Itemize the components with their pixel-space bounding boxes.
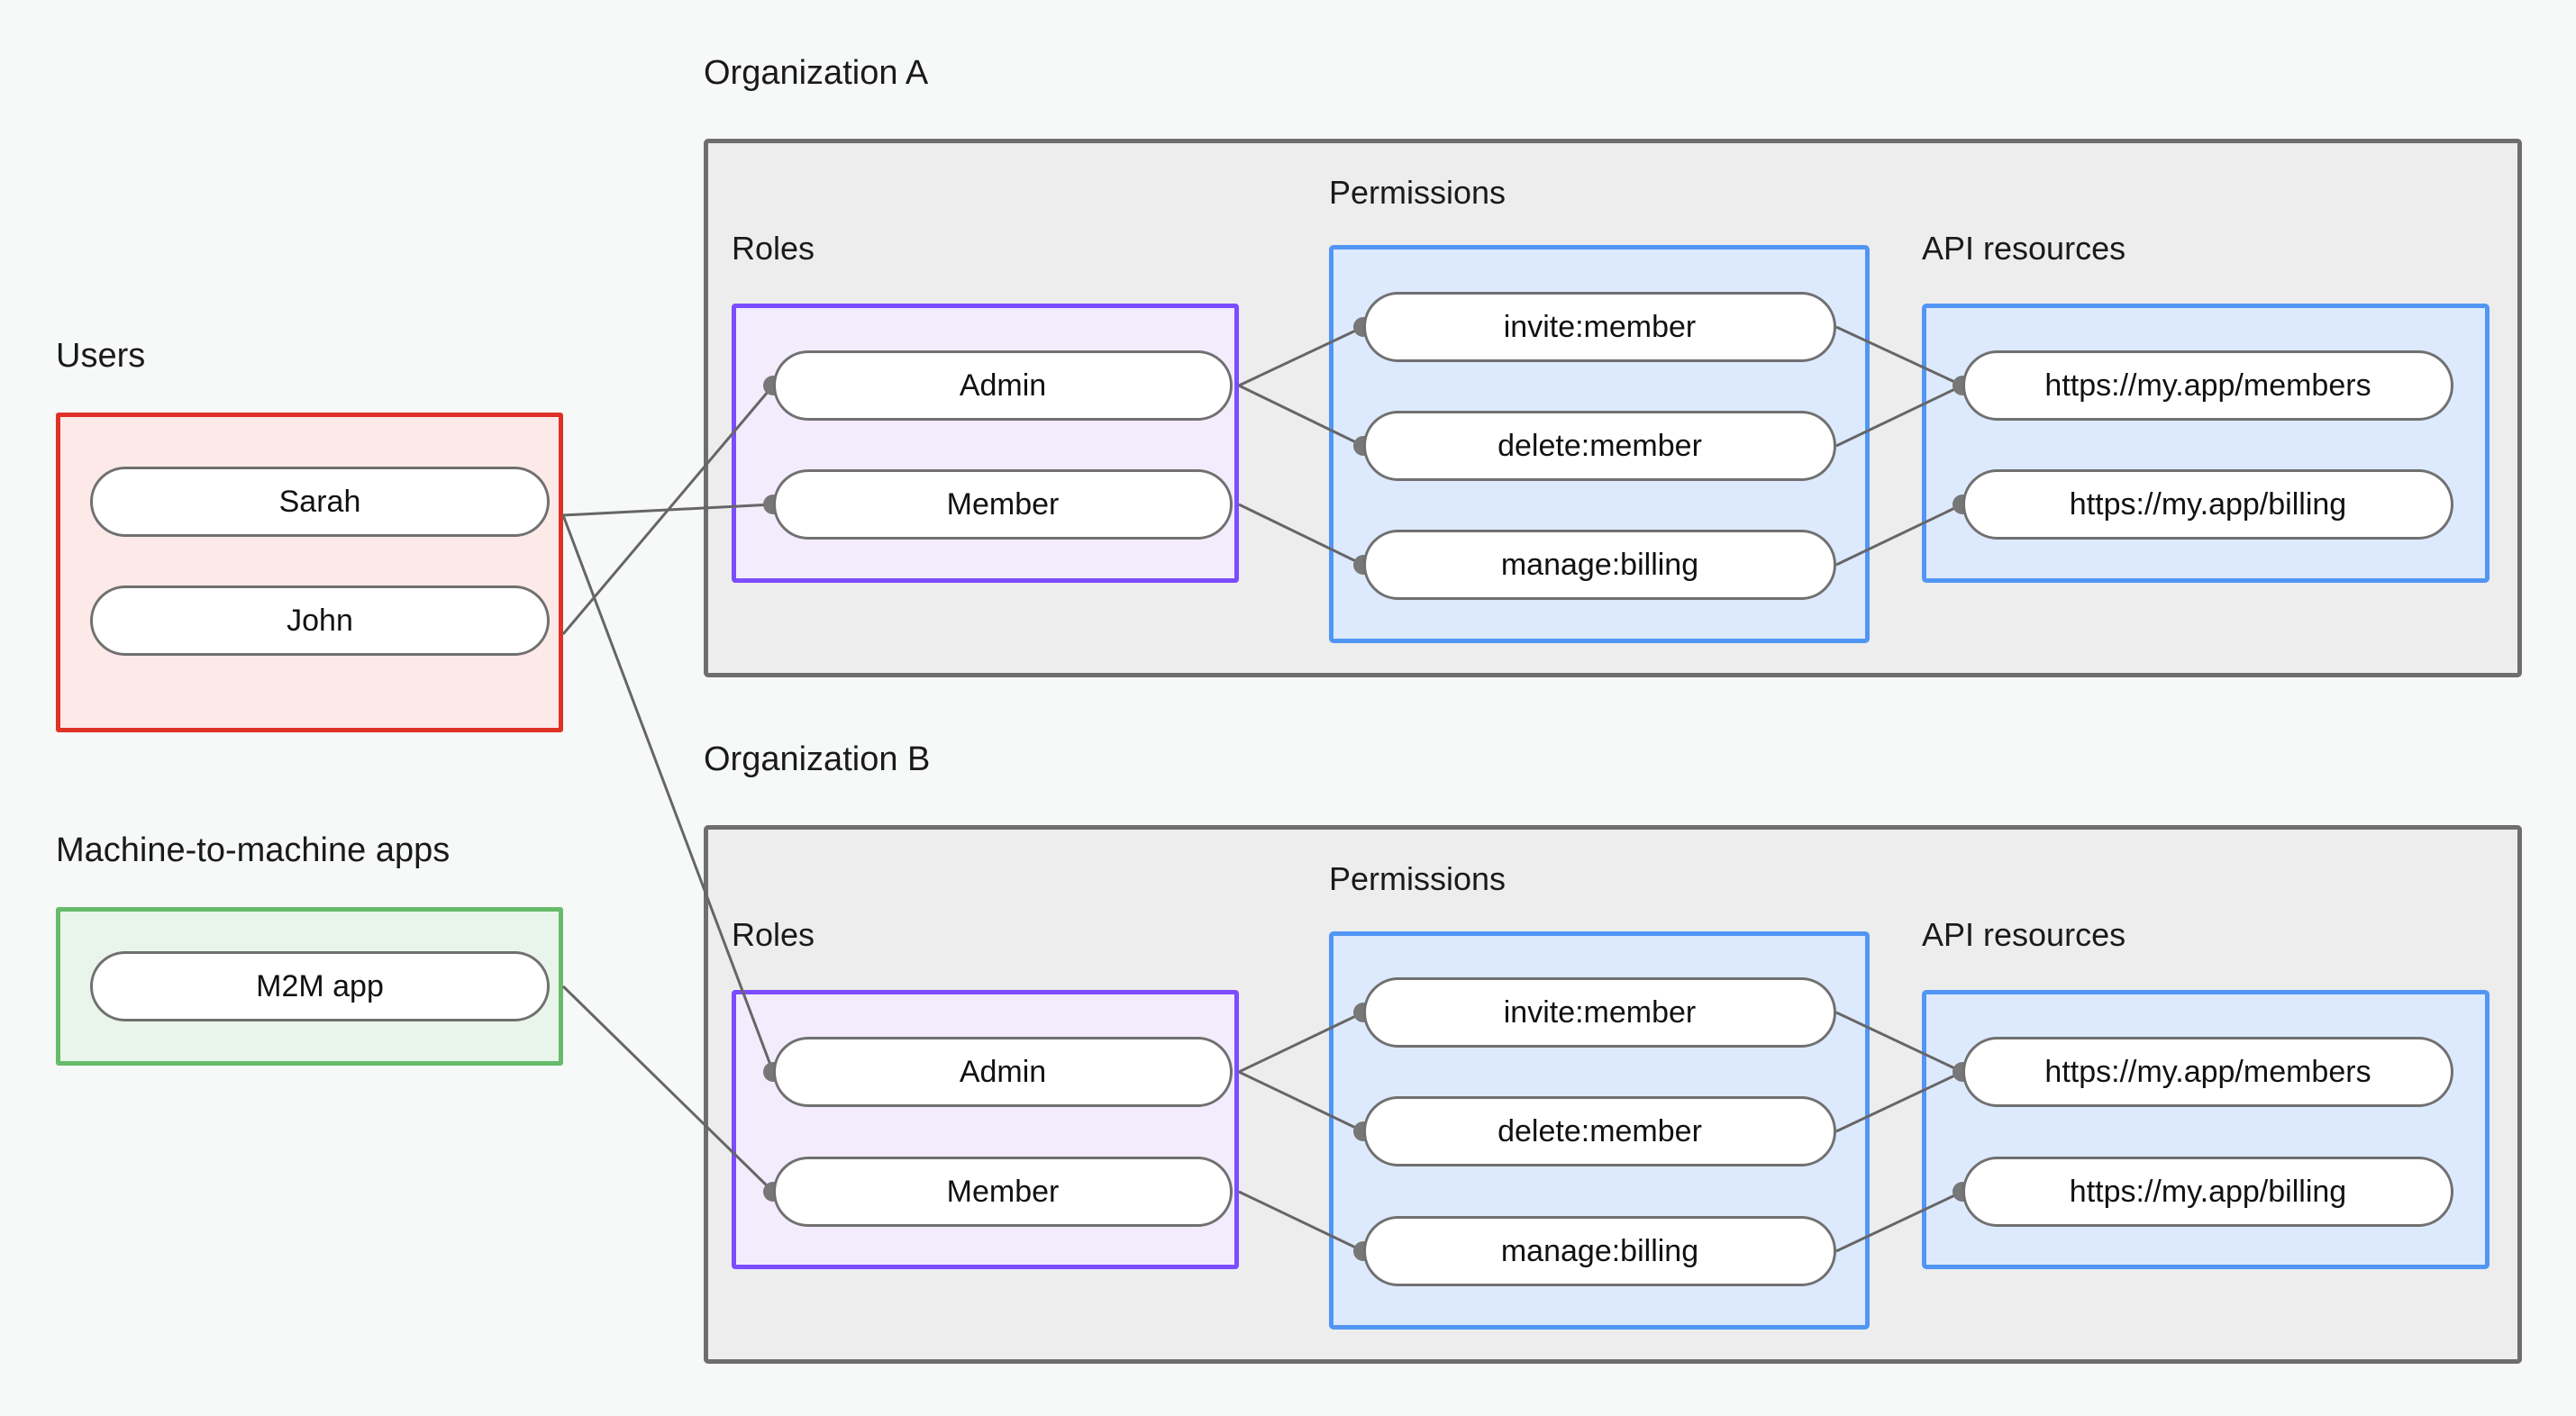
org-b-api-resources-container bbox=[1922, 990, 2490, 1269]
org-b-label: Organization B bbox=[704, 740, 931, 778]
node-org-b-permission-invite[interactable]: invite:member bbox=[1363, 977, 1836, 1048]
users-container bbox=[56, 413, 563, 732]
node-org-b-resource-billing[interactable]: https://my.app/billing bbox=[1962, 1157, 2453, 1227]
org-b-roles-label: Roles bbox=[732, 916, 815, 953]
org-a-roles-container bbox=[732, 304, 1239, 583]
node-org-b-role-admin[interactable]: Admin bbox=[773, 1037, 1233, 1107]
node-org-a-resource-members[interactable]: https://my.app/members bbox=[1962, 350, 2453, 421]
node-org-a-permission-delete[interactable]: delete:member bbox=[1363, 411, 1836, 481]
node-user-sarah[interactable]: Sarah bbox=[90, 467, 550, 537]
org-a-api-resources-label: API resources bbox=[1922, 230, 2126, 267]
org-a-api-resources-container bbox=[1922, 304, 2490, 583]
m2m-group-label: Machine-to-machine apps bbox=[56, 831, 451, 869]
org-a-label: Organization A bbox=[704, 54, 929, 92]
node-user-john[interactable]: John bbox=[90, 585, 550, 656]
org-a-roles-label: Roles bbox=[732, 230, 815, 267]
org-b-roles-container bbox=[732, 990, 1239, 1269]
users-group-label: Users bbox=[56, 337, 146, 375]
org-a-permissions-label: Permissions bbox=[1329, 174, 1506, 211]
org-b-api-resources-label: API resources bbox=[1922, 916, 2126, 953]
node-org-b-resource-members[interactable]: https://my.app/members bbox=[1962, 1037, 2453, 1107]
node-org-a-resource-billing[interactable]: https://my.app/billing bbox=[1962, 469, 2453, 540]
node-org-a-permission-billing[interactable]: manage:billing bbox=[1363, 530, 1836, 600]
node-org-a-permission-invite[interactable]: invite:member bbox=[1363, 292, 1836, 362]
node-m2m-app[interactable]: M2M app bbox=[90, 951, 550, 1021]
node-org-a-role-admin[interactable]: Admin bbox=[773, 350, 1233, 421]
node-org-b-permission-billing[interactable]: manage:billing bbox=[1363, 1216, 1836, 1286]
node-org-b-permission-delete[interactable]: delete:member bbox=[1363, 1096, 1836, 1166]
org-b-permissions-label: Permissions bbox=[1329, 860, 1506, 897]
node-org-b-role-member[interactable]: Member bbox=[773, 1157, 1233, 1227]
node-org-a-role-member[interactable]: Member bbox=[773, 469, 1233, 540]
